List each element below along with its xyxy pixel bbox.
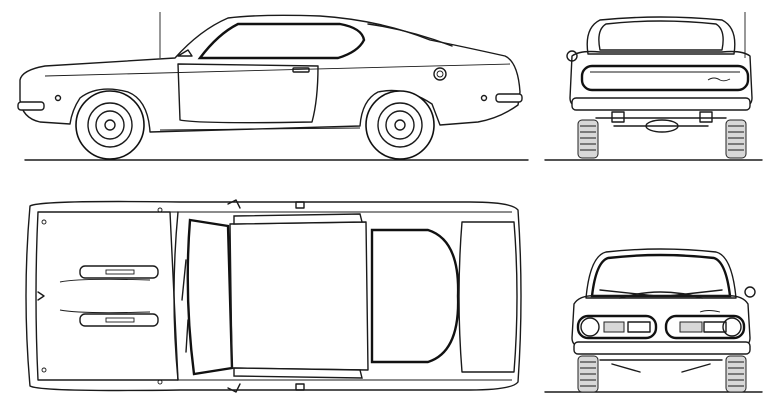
top-body-outline (25, 200, 522, 392)
top-view (25, 199, 522, 393)
front-suspension (599, 359, 723, 373)
side-rear-wheel (365, 90, 435, 160)
side-marker-light (54, 94, 62, 102)
front-bumper (573, 341, 751, 355)
side-window (197, 22, 366, 60)
top-drip-rail-upper (233, 213, 363, 225)
top-trunk (458, 221, 518, 373)
side-front-bumper (17, 101, 45, 111)
top-hood (35, 211, 179, 381)
side-mirror (177, 49, 193, 57)
rear-axle (595, 117, 727, 127)
top-hood-vent-upper (79, 265, 159, 279)
top-roof (229, 221, 369, 371)
front-roof (585, 248, 737, 299)
side-rear-glass (367, 23, 453, 47)
rear-tail-panel (580, 64, 750, 92)
front-mirror (744, 286, 756, 298)
top-drip-rail-lower (233, 367, 363, 379)
side-rear-bumper (495, 93, 523, 103)
side-door-handle (292, 67, 310, 73)
top-windshield (186, 218, 234, 376)
top-hood-vent-lower (79, 313, 159, 327)
front-view (544, 248, 763, 393)
top-rear-glass (370, 228, 460, 364)
rear-left-tire (577, 119, 599, 159)
top-mirror-lower (227, 383, 241, 393)
front-grille-right (664, 314, 746, 340)
front-grille-left (576, 314, 658, 340)
front-hood-bulge (619, 291, 703, 299)
front-headlight-right (722, 317, 742, 337)
top-mirror-upper (227, 199, 241, 209)
rear-window (598, 20, 724, 51)
rear-right-tire (725, 119, 747, 159)
front-headlight-left (580, 317, 600, 337)
side-belt-line (44, 63, 511, 77)
side-front-wheel (75, 90, 145, 160)
rear-bumper (571, 97, 751, 111)
side-view (17, 12, 529, 161)
side-fuel-cap (433, 67, 447, 81)
side-door (177, 63, 319, 124)
rear-mirror (566, 50, 578, 62)
rear-view (544, 12, 763, 161)
rear-script (712, 78, 717, 84)
rear-roof (586, 16, 736, 55)
side-rocker (159, 127, 361, 131)
front-windshield (590, 253, 732, 298)
side-body-outline (19, 14, 521, 133)
